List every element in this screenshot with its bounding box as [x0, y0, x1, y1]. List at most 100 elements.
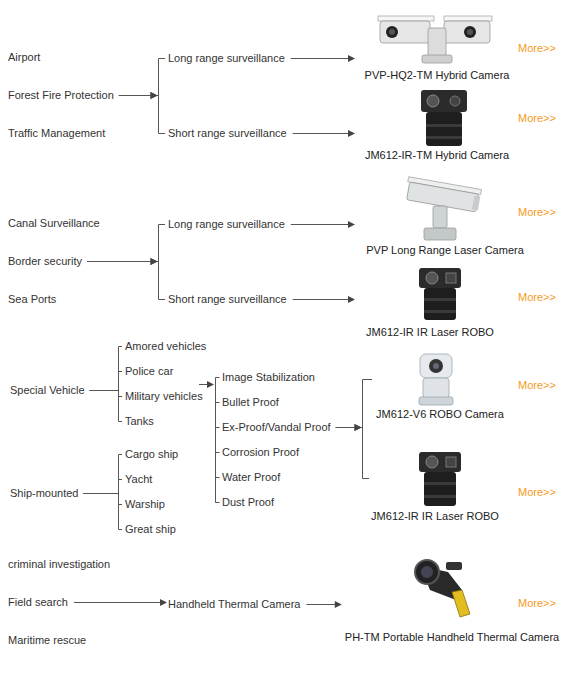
connector-line: [291, 58, 350, 59]
category-label: Sea Ports: [8, 292, 56, 306]
connector-line: [87, 225, 165, 262]
arrow-head: [151, 92, 158, 99]
category-text-node: Special Vehicle: [10, 383, 85, 397]
category-label: Ship-mounted: [10, 486, 79, 500]
category-text-node: Handheld Thermal Camera: [168, 597, 300, 611]
product-caption: PH-TM Portable Handheld Thermal Camera: [345, 630, 559, 644]
category-label: Long range surveillance: [168, 217, 285, 231]
connector: [87, 225, 165, 266]
category-text-node: Ship-mounted: [10, 486, 79, 500]
connector-line: [84, 480, 123, 494]
connector: [87, 258, 165, 300]
connector-line: [74, 602, 162, 603]
connector: [306, 601, 341, 608]
category-label: Police car: [125, 364, 173, 378]
arrow-head: [355, 424, 362, 431]
product-caption: JM612-IR-TM Hybrid Camera: [365, 148, 509, 162]
hybrid-camera-picture: [421, 90, 467, 146]
category-text-node: Long range surveillance: [168, 51, 285, 65]
more-link: More>>: [518, 290, 556, 304]
category-text-node: Water Proof: [222, 470, 280, 484]
connector-line: [336, 380, 372, 428]
connector: [90, 372, 122, 391]
more-link: More>>: [518, 111, 556, 125]
category-text-node: Corrosion Proof: [222, 445, 299, 459]
connector: [90, 347, 122, 391]
category-label: Tanks: [125, 414, 154, 428]
connector-line: [336, 428, 369, 479]
category-label: Dust Proof: [222, 495, 274, 509]
category-text-node: Warship: [125, 497, 165, 511]
laser-robo-picture: [419, 452, 461, 506]
arrow-head: [355, 424, 362, 431]
category-text-node: Border security: [8, 254, 82, 268]
category-label: Handheld Thermal Camera: [168, 597, 300, 611]
connector: [119, 59, 165, 100]
connector: [119, 92, 165, 134]
product-node: JM612-IR-TM Hybrid Camera: [356, 88, 511, 164]
feature-bracket: [216, 378, 220, 503]
connector: [84, 480, 123, 494]
arrow-head: [348, 55, 355, 62]
category-text-node: Bullet Proof: [222, 395, 279, 409]
product-caption: PVP-HQ2-TM Hybrid Camera: [365, 68, 510, 82]
robo-camera-picture: [419, 354, 453, 405]
category-text-node: Short range surveillance: [168, 292, 287, 306]
connector-line: [119, 59, 165, 96]
connector-line: [84, 494, 123, 505]
arrow-head: [160, 599, 167, 606]
arrow-head: [348, 296, 355, 303]
category-text-node: Military vehicles: [125, 389, 203, 403]
connector: [336, 380, 372, 432]
category-label: Canal Surveillance: [8, 216, 100, 230]
product-caption: JM612-IR IR Laser ROBO: [371, 509, 499, 523]
connector-line: [90, 347, 122, 391]
category-text-node: Short range surveillance: [168, 126, 287, 140]
handheld-camera-picture: [415, 560, 470, 617]
product-caption: PVP Long Range Laser Camera: [366, 243, 524, 257]
connector-line: [84, 455, 123, 494]
category-label: Field search: [8, 595, 68, 609]
category-text-node: Traffic Management: [8, 126, 105, 140]
arrow-head: [348, 130, 355, 137]
laser-robo-picture: [419, 268, 461, 320]
product-node: JM612-V6 ROBO Camera: [372, 352, 506, 423]
connector: [90, 391, 122, 422]
category-label: Long range surveillance: [168, 51, 285, 65]
more-link: More>>: [518, 596, 556, 610]
arrow-head: [151, 258, 158, 265]
category-label: Bullet Proof: [222, 395, 279, 409]
category-label: Special Vehicle: [10, 383, 85, 397]
category-text-node: Maritime rescue: [8, 633, 86, 647]
connector-line: [306, 604, 336, 605]
connector-line: [90, 391, 122, 397]
connector: [84, 494, 123, 530]
product-caption: JM612-V6 ROBO Camera: [376, 407, 504, 421]
category-text-node: Canal Surveillance: [8, 216, 100, 230]
connector: [84, 455, 123, 494]
category-label: Image Stabilization: [222, 370, 315, 384]
connector: [293, 130, 355, 137]
hybrid-camera-picture: [378, 16, 492, 63]
category-text-node: Yacht: [125, 472, 152, 486]
category-label: Water Proof: [222, 470, 280, 484]
category-label: Short range surveillance: [168, 292, 287, 306]
category-label: criminal investigation: [8, 557, 110, 571]
category-text-node: Tanks: [125, 414, 154, 428]
connector-line: [291, 224, 350, 225]
connector-line: [119, 96, 165, 134]
more-link: More>>: [518, 378, 556, 392]
arrow-head: [348, 221, 355, 228]
category-label: Cargo ship: [125, 447, 178, 461]
product-node: JM612-IR IR Laser ROBO: [356, 266, 496, 341]
category-text-node: Image Stabilization: [222, 370, 315, 384]
category-text-node: Airport: [8, 50, 40, 64]
connector-line: [293, 299, 350, 300]
connector: [293, 296, 355, 303]
connector: [84, 494, 123, 505]
category-text-node: Dust Proof: [222, 495, 274, 509]
connector-line: [293, 133, 350, 134]
product-node: JM612-IR IR Laser ROBO: [369, 450, 501, 525]
category-label: Maritime rescue: [8, 633, 86, 647]
connector-line: [90, 372, 122, 391]
